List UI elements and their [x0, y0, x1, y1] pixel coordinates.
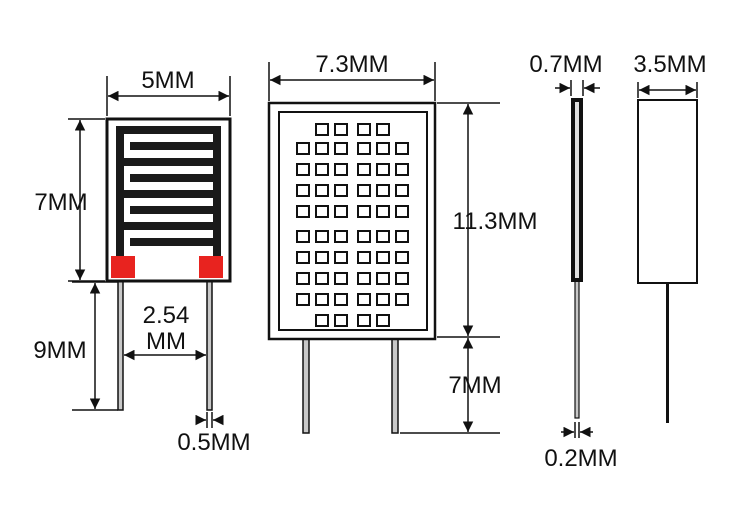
grid-square [315, 205, 329, 218]
grid-square [334, 272, 348, 285]
dimension-lead-thickness-0-2mm [561, 422, 593, 438]
grid-square [315, 184, 329, 197]
solder-pad-left [111, 256, 135, 278]
grid-square [296, 142, 310, 155]
sensor-side-view: 0.7MM 0.2MM [529, 51, 617, 472]
grid-square [296, 293, 310, 306]
grid-square [315, 251, 329, 264]
grid-square [395, 293, 409, 306]
grid-square [334, 314, 348, 327]
sensor-side-lead-thickness-label: 0.2MM [544, 445, 617, 472]
grid-square [357, 314, 371, 327]
grid-square [315, 293, 329, 306]
grid-square [315, 123, 329, 136]
sensor-side-body-highlight [575, 102, 579, 278]
grid-square [315, 142, 329, 155]
grid-square [376, 272, 390, 285]
sensor-back-lead-right [391, 336, 399, 434]
grid-square [376, 293, 390, 306]
grid-square [296, 230, 310, 243]
grid-square [357, 205, 371, 218]
dimension-thickness-0-7mm [555, 80, 600, 96]
grid-square [334, 142, 348, 155]
sensor-profile-depth-label: 3.5MM [633, 51, 706, 78]
grid-square [334, 163, 348, 176]
sensor-side-lead [574, 279, 580, 419]
solder-pad-right [199, 256, 223, 278]
dimension-lead-width-0-5mm [195, 412, 224, 428]
sensor-front-view: 5MM 7MM 9MM 2.54 MM 0.5MM [33, 67, 250, 456]
sensor-profile-body [637, 99, 698, 284]
grid-square [334, 251, 348, 264]
dimension-lead-length-7mm [400, 338, 500, 434]
grid-square [395, 251, 409, 264]
sensor-back-width-label: 7.3MM [315, 51, 388, 78]
sensor-front-lead-width-label: 0.5MM [177, 429, 250, 456]
sensor-back-lead-length-label: 7MM [448, 372, 501, 399]
sensor-front-pitch-label-line2: MM [146, 328, 186, 355]
grid-square [376, 184, 390, 197]
grid-square [357, 123, 371, 136]
grid-square [376, 142, 390, 155]
grid-square [334, 184, 348, 197]
sensor-front-lead-right [206, 279, 213, 411]
grid-square [315, 314, 329, 327]
grid-square [395, 272, 409, 285]
grid-square [395, 205, 409, 218]
grid-square [357, 230, 371, 243]
sensor-back-height-label: 11.3MM [453, 208, 538, 235]
grid-square [376, 163, 390, 176]
grid-square [334, 293, 348, 306]
sensor-front-pitch-label-line1: 2.54 [143, 302, 190, 329]
dimension-height-7mm [68, 118, 105, 282]
grid-square [376, 230, 390, 243]
grid-square [376, 251, 390, 264]
grid-square [315, 272, 329, 285]
grid-square [357, 293, 371, 306]
grid-square [296, 272, 310, 285]
grid-square [296, 163, 310, 176]
grid-square [357, 272, 371, 285]
sensor-back-view: 7.3MM 11.3MM 7MM [267, 51, 538, 434]
sensor-front-lead-left [117, 279, 124, 411]
sensor-front-lead-length-label: 9MM [33, 337, 86, 364]
dimension-depth-3-5mm [637, 82, 698, 98]
grid-square [376, 314, 390, 327]
sensor-side-thickness-label: 0.7MM [529, 51, 602, 78]
interdigitated-electrode [116, 126, 221, 260]
grid-square [357, 251, 371, 264]
grid-square [334, 230, 348, 243]
grid-square [376, 205, 390, 218]
grid-square [296, 184, 310, 197]
grid-square [395, 230, 409, 243]
grid-square [296, 205, 310, 218]
dimension-width-5mm [106, 76, 231, 116]
grid-square [334, 123, 348, 136]
grid-square [357, 142, 371, 155]
sensor-profile-lead [666, 283, 669, 423]
dimension-lead-length-9mm [72, 281, 118, 411]
grid-square [334, 205, 348, 218]
grid-square [376, 123, 390, 136]
sensor-front-height-label: 7MM [34, 189, 87, 216]
grid-square [357, 163, 371, 176]
grid-square [395, 142, 409, 155]
sensor-back-inner-frame [278, 111, 428, 331]
sensor-profile-view: 3.5MM [633, 51, 707, 423]
dimension-width-7-3mm [268, 62, 436, 101]
grid-square [395, 184, 409, 197]
dimension-height-11-3mm [437, 102, 500, 338]
grid-square [315, 163, 329, 176]
sensor-back-body [267, 101, 437, 341]
grid-square [315, 230, 329, 243]
grid-square [357, 184, 371, 197]
grid-square [296, 251, 310, 264]
sensor-front-width-label: 5MM [141, 67, 194, 94]
sensor-back-square-grid [296, 123, 409, 327]
sensor-back-lead-left [302, 336, 310, 434]
grid-square [395, 163, 409, 176]
